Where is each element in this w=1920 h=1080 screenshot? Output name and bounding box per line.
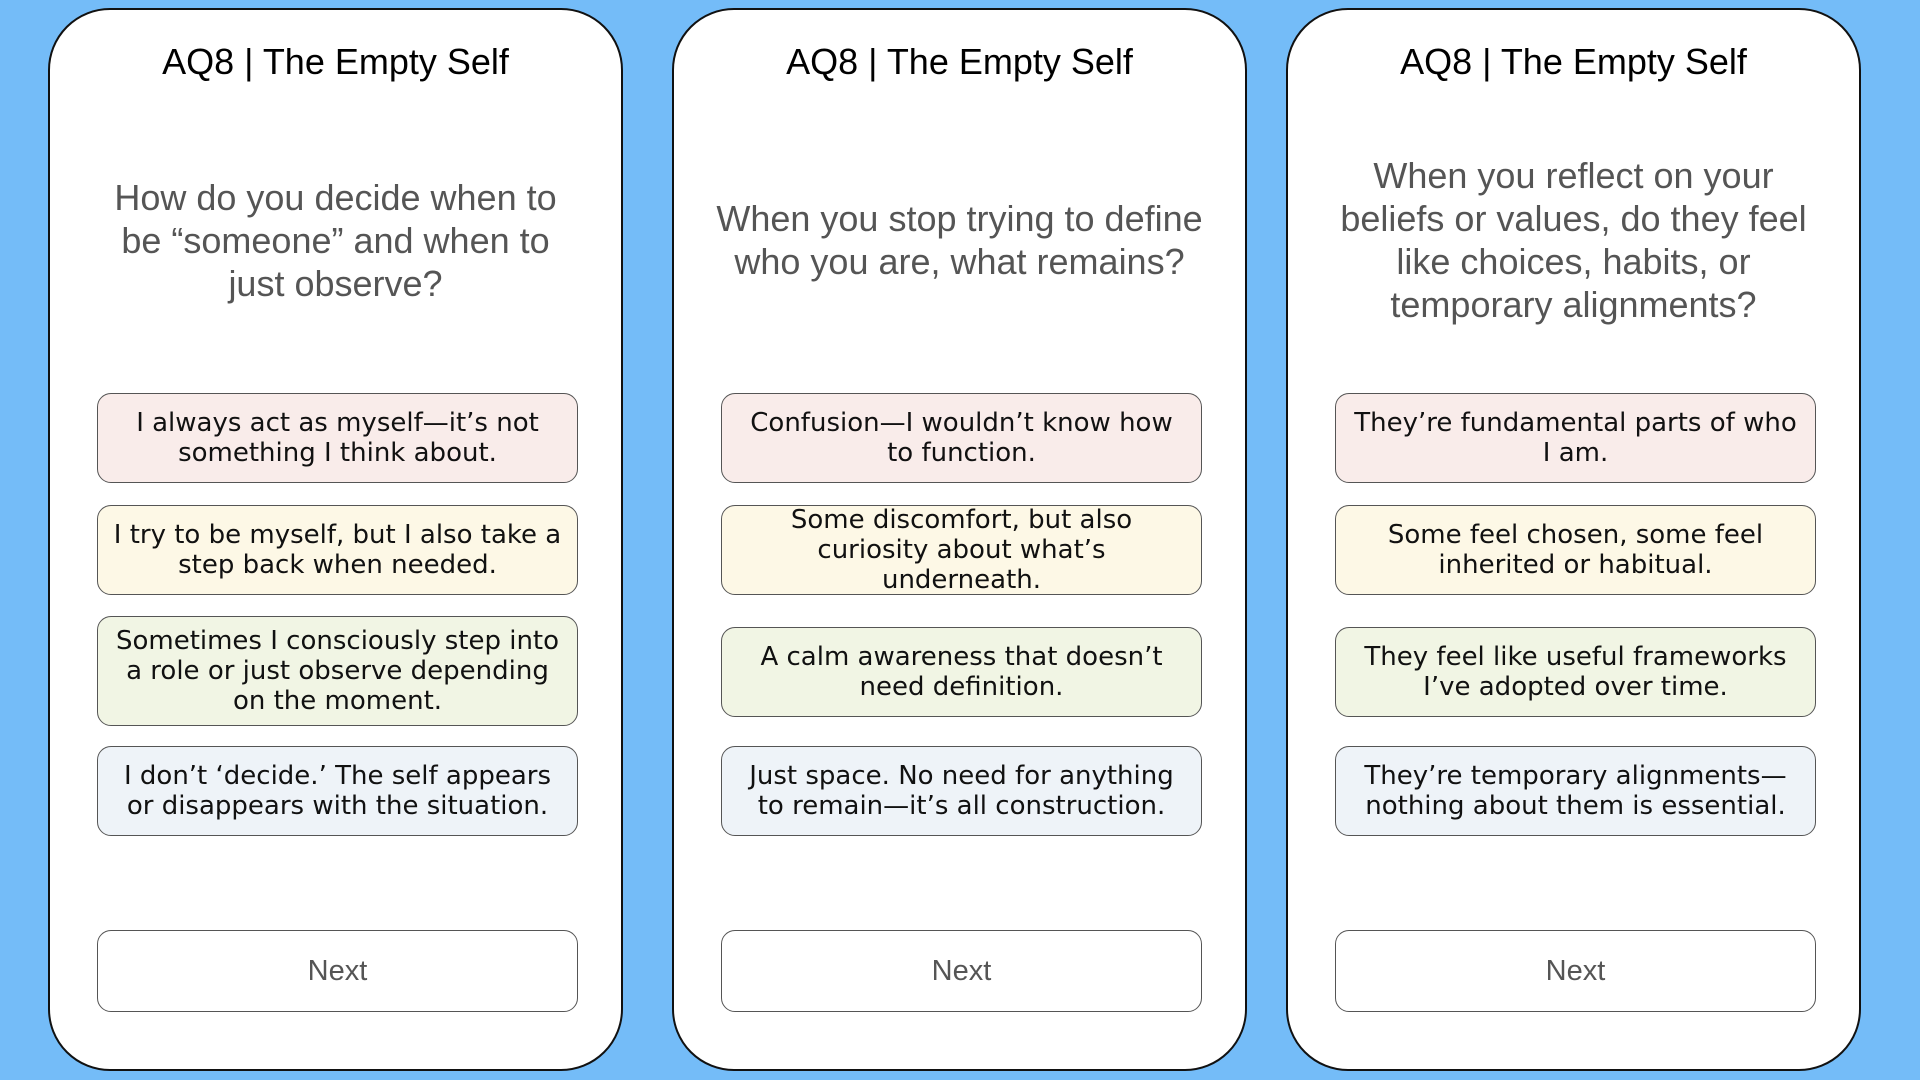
next-button[interactable]: Next [721,930,1202,1012]
answer-option-2[interactable]: Some discomfort, but also curiosity abou… [721,505,1202,595]
answer-option-4[interactable]: Just space. No need for anything to rema… [721,746,1202,836]
answer-option-4[interactable]: They’re temporary alignments—nothing abo… [1335,746,1816,836]
question-text: How do you decide when to be “someone” a… [114,176,557,304]
answer-option-4[interactable]: I don’t ‘decide.’ The self appears or di… [97,746,578,836]
next-button[interactable]: Next [97,930,578,1012]
answer-option-2[interactable]: I try to be myself, but I also take a st… [97,505,578,595]
answer-option-3[interactable]: They feel like useful frameworks I’ve ad… [1335,627,1816,717]
answer-option-1[interactable]: They’re fundamental parts of who I am. [1335,393,1816,483]
screen-title: AQ8 | The Empty Self [162,41,509,82]
phone-screen-3: AQ8 | The Empty Self When you reflect on… [1286,8,1861,1071]
phone-screen-2: AQ8 | The Empty Self When you stop tryin… [672,8,1247,1071]
question-text: When you reflect on your beliefs or valu… [1340,155,1807,325]
answer-option-3[interactable]: A calm awareness that doesn’t need defin… [721,627,1202,717]
answer-option-3[interactable]: Sometimes I consciously step into a role… [97,616,578,726]
screen-title: AQ8 | The Empty Self [786,41,1133,82]
answer-option-1[interactable]: Confusion—I wouldn’t know how to functio… [721,393,1202,483]
screen-title: AQ8 | The Empty Self [1400,41,1747,82]
question-text: When you stop trying to define who you a… [716,198,1203,282]
next-button[interactable]: Next [1335,930,1816,1012]
answer-option-1[interactable]: I always act as myself—it’s not somethin… [97,393,578,483]
phone-screen-1: AQ8 | The Empty Self How do you decide w… [48,8,623,1071]
answer-option-2[interactable]: Some feel chosen, some feel inherited or… [1335,505,1816,595]
